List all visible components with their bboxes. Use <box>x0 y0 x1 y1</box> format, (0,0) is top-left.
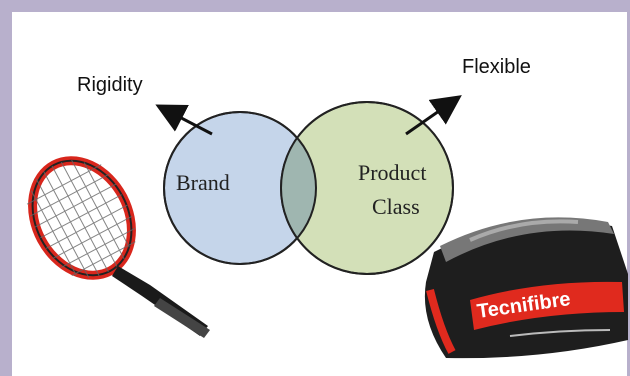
product-label: Product <box>358 160 427 185</box>
frame-border-left <box>0 0 12 376</box>
tennis-bag-image: Tecnifibre <box>424 217 628 359</box>
frame-border-top <box>0 0 630 12</box>
rigidity-arrow <box>155 104 213 136</box>
rigidity-label: Rigidity <box>77 74 143 96</box>
tennis-racket-image <box>26 156 210 338</box>
brand-label: Brand <box>176 170 230 195</box>
flexible-arrow <box>405 95 462 136</box>
flexible-label: Flexible <box>462 56 531 78</box>
frame-border-right <box>627 0 630 376</box>
class-label: Class <box>372 194 420 219</box>
